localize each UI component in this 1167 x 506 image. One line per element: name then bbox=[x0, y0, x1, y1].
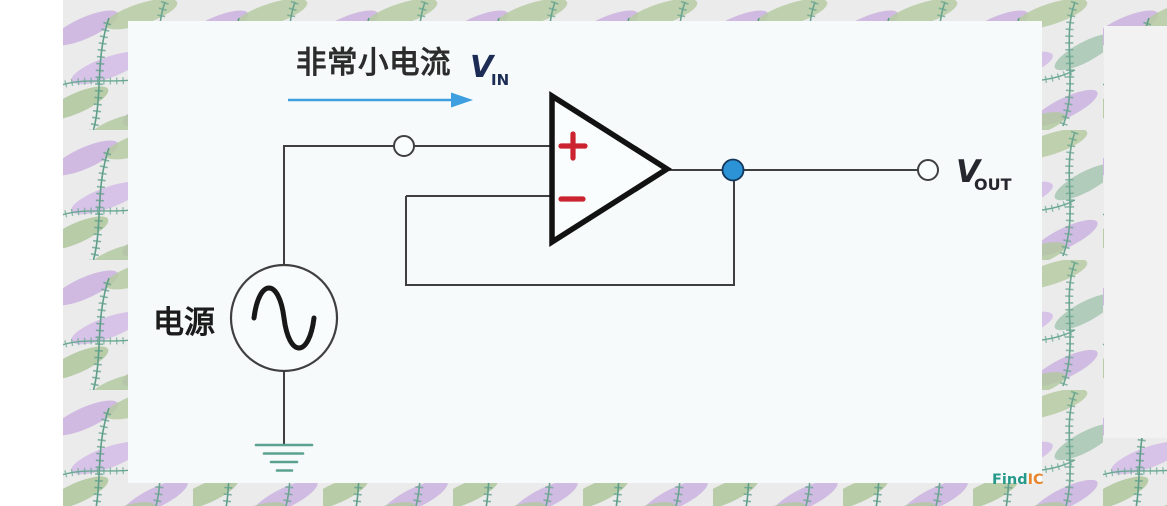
sine-wave-icon bbox=[251, 285, 317, 351]
vout-label: V OUT bbox=[956, 154, 1012, 194]
feedback-wire bbox=[405, 171, 735, 286]
diagram-panel bbox=[128, 21, 1042, 483]
vin-sub-text: IN bbox=[491, 71, 509, 89]
findic-watermark-ic: IC bbox=[1028, 472, 1044, 488]
vout-sub-text: OUT bbox=[974, 175, 1012, 194]
vout-main-text: V bbox=[956, 154, 983, 190]
current-arrow-head bbox=[451, 92, 473, 108]
source-label: 电源 bbox=[153, 305, 215, 341]
plus-input-icon bbox=[558, 131, 588, 161]
current-annotation-label: 非常小电流 bbox=[296, 46, 451, 81]
findic-watermark: FindIC bbox=[992, 472, 1044, 488]
right-outer-strip bbox=[1104, 0, 1167, 506]
current-arrow bbox=[288, 92, 473, 108]
findic-watermark-find: Find bbox=[992, 472, 1028, 488]
noninverting-input-wire bbox=[283, 145, 552, 265]
op-amp bbox=[549, 90, 673, 248]
ground-symbol bbox=[254, 443, 314, 472]
ac-source bbox=[229, 263, 339, 373]
input-terminal-circle bbox=[393, 135, 415, 157]
op-amp-triangle bbox=[549, 90, 673, 248]
output-node-dot bbox=[721, 158, 745, 182]
vin-main-text: V bbox=[470, 50, 496, 85]
vin-label: V IN bbox=[470, 50, 509, 89]
circuit-wires bbox=[283, 145, 928, 446]
output-terminal-circle bbox=[917, 159, 939, 181]
